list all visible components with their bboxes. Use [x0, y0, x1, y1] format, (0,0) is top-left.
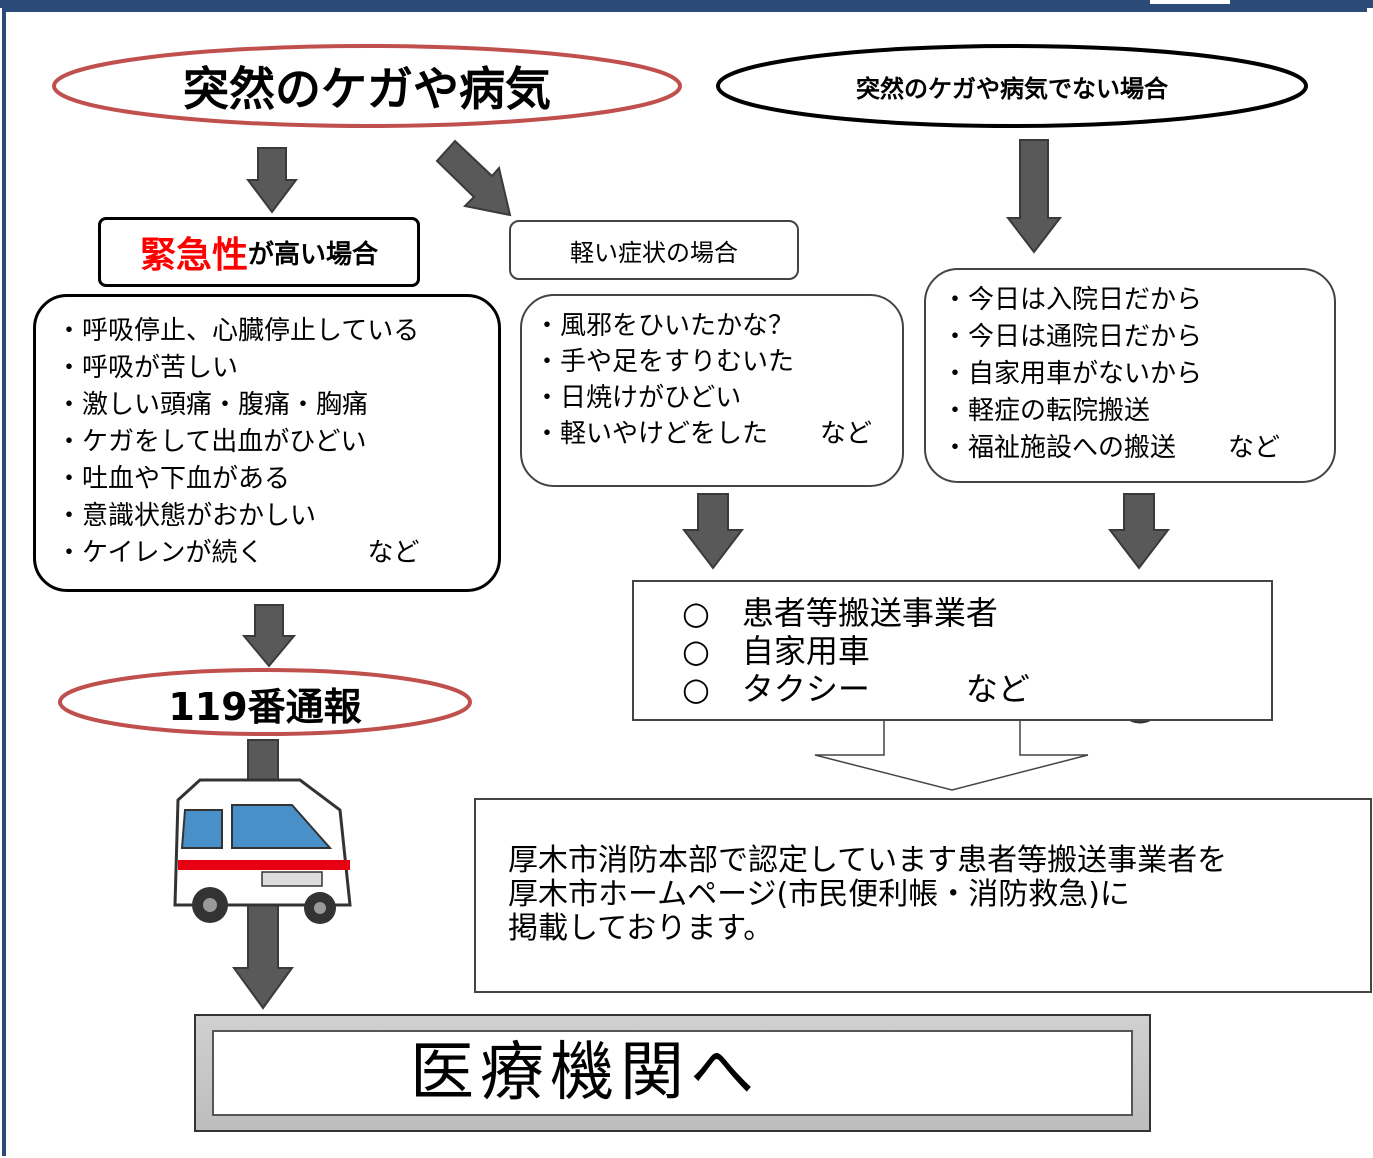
- arrow-down-right-mid: [1107, 493, 1171, 570]
- info-line-1: 厚木市消防本部で認定しています患者等搬送事業者を: [508, 843, 1228, 878]
- arrow-down-mid: [681, 493, 745, 570]
- list-item: ○ タクシー など: [682, 670, 1030, 708]
- list-item: ・ケガをして出血がひどい: [56, 427, 367, 457]
- left-header-ellipse: [52, 44, 682, 128]
- list-item: ・呼吸が苦しい: [56, 353, 239, 383]
- urgent-rest: が高い場合: [248, 239, 379, 270]
- list-item: ○ 患者等搬送事業者: [682, 594, 998, 632]
- page-frame: [2, 8, 1367, 1156]
- list-item: ・意識状態がおかしい: [56, 501, 317, 531]
- top-border: [0, 0, 1373, 8]
- mild-label: 軽い症状の場合: [570, 238, 738, 267]
- arrow-diag: [435, 139, 512, 217]
- mild-label-box: 軽い症状の場合: [509, 220, 799, 280]
- list-item: ・自家用車がないから: [942, 359, 1203, 389]
- list-item: ・日焼けがひどい: [534, 383, 742, 413]
- list-item: ・今日は入院日だから: [942, 285, 1203, 315]
- transport-options-list: ○ 患者等搬送事業者 ○ 自家用車 ○ タクシー など: [682, 594, 1271, 708]
- mild-symptoms-box: ・風邪をひいたかな？ ・手や足をすりむいた ・日焼けがひどい ・軽いやけどをした…: [520, 294, 904, 487]
- list-item: ・軽症の転院搬送: [942, 396, 1151, 426]
- list-item: ・呼吸停止、心臓停止している: [56, 316, 420, 346]
- non-emergency-list: ・今日は入院日だから ・今日は通院日だから ・自家用車がないから ・軽症の転院搬…: [942, 282, 1334, 467]
- arrow-down-left: [241, 604, 297, 668]
- destination-label: 医療機関へ: [410, 1036, 760, 1110]
- list-item: ・激しい頭痛・腹痛・胸痛: [56, 390, 369, 420]
- mild-symptoms-list: ・風邪をひいたかな？ ・手や足をすりむいた ・日焼けがひどい ・軽いやけどをした…: [534, 308, 902, 452]
- transport-options-box: ○ 患者等搬送事業者 ○ 自家用車 ○ タクシー など: [632, 580, 1273, 721]
- urgent-symptoms-list: ・呼吸停止、心臓停止している ・呼吸が苦しい ・激しい頭痛・腹痛・胸痛 ・ケガを…: [56, 313, 498, 572]
- urgent-emphasis: 緊急性: [139, 235, 248, 276]
- non-emergency-box: ・今日は入院日だから ・今日は通院日だから ・自家用車がないから ・軽症の転院搬…: [924, 268, 1336, 483]
- left-header-title: 突然のケガや病気: [183, 62, 551, 116]
- list-item: ・吐血や下血がある: [56, 464, 291, 494]
- top-mark: [1150, 0, 1230, 4]
- converge-arrow: [814, 719, 1089, 791]
- urgent-label-box: 緊急性 が高い場合: [98, 217, 420, 287]
- destination-inner: [212, 1030, 1133, 1116]
- info-line-2: 厚木市ホームページ(市民便利帳・消防救急)に: [508, 877, 1130, 912]
- right-header-title: 突然のケガや病気でない場合: [856, 74, 1168, 103]
- call-119-label: 119番通報: [168, 684, 362, 729]
- info-line-3: 掲載しております。: [508, 911, 774, 946]
- arrow-down-1: [246, 147, 298, 214]
- call-119-ellipse: [58, 668, 472, 736]
- list-item: ・福祉施設への搬送 など: [942, 433, 1281, 463]
- ambulance-icon: [173, 778, 352, 924]
- urgent-symptoms-box: ・呼吸停止、心臓停止している ・呼吸が苦しい ・激しい頭痛・腹痛・胸痛 ・ケガを…: [33, 294, 501, 592]
- list-item: ・風邪をひいたかな？: [534, 311, 795, 341]
- list-item: ・軽いやけどをした など: [534, 419, 873, 449]
- right-header-ellipse: [716, 44, 1308, 128]
- arrow-down-right-top: [1005, 139, 1063, 254]
- list-item: ・今日は通院日だから: [942, 322, 1203, 352]
- list-item: ○ 自家用車: [682, 632, 870, 670]
- info-box: 厚木市消防本部で認定しています患者等搬送事業者を 厚木市ホームページ(市民便利帳…: [474, 798, 1372, 993]
- list-item: ・手や足をすりむいた: [534, 347, 795, 377]
- list-item: ・ケイレンが続く など: [56, 538, 420, 568]
